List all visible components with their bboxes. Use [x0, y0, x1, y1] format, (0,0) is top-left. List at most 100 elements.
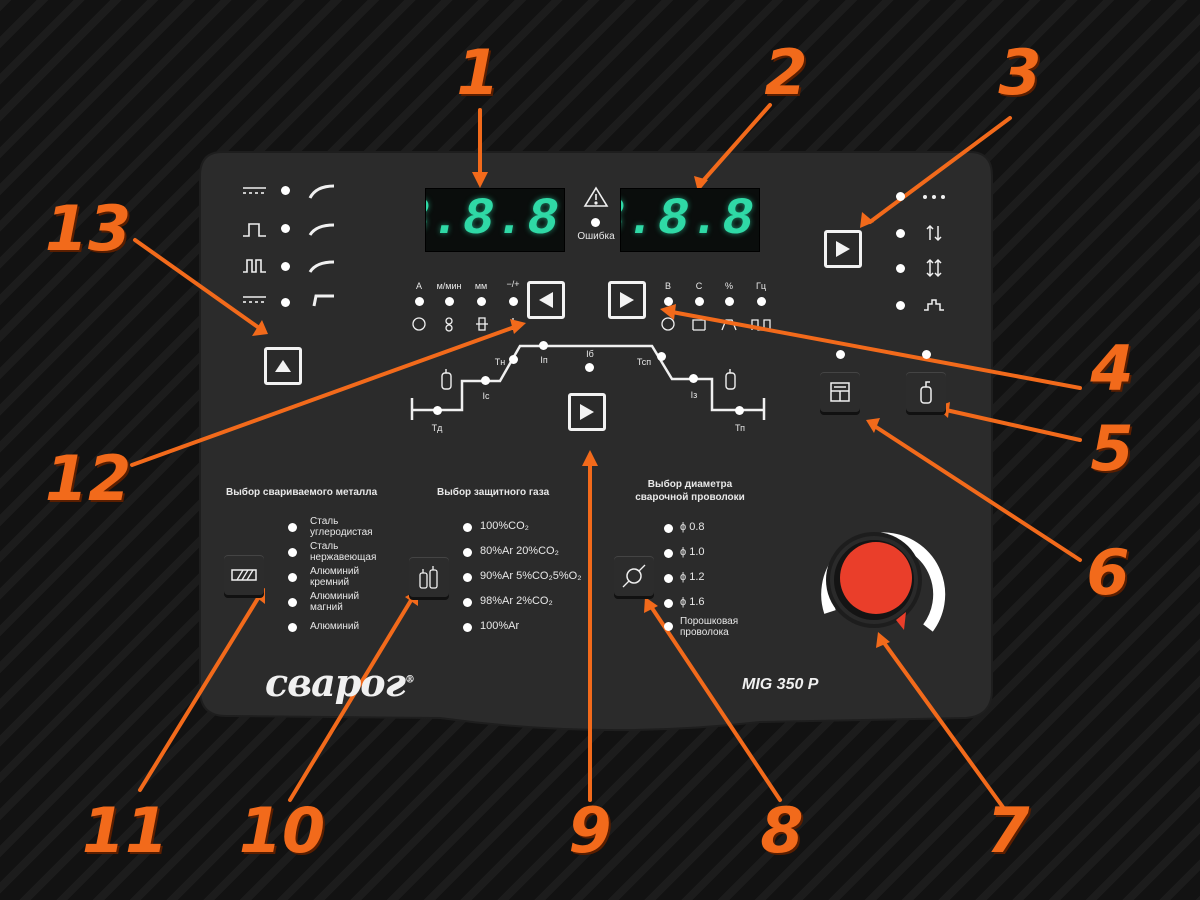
wire-diameter-icon [622, 564, 646, 588]
trigger-led [896, 229, 905, 238]
cycle-led-ic [481, 376, 490, 385]
knob-cap[interactable] [840, 542, 912, 614]
warning-icon [583, 186, 609, 207]
ammeter-icon [412, 317, 426, 331]
callout-8: 8 [760, 794, 804, 867]
model-name: MIG 350 P [742, 676, 819, 693]
unit-label-right: В [664, 281, 672, 291]
cycle-label: Тд [431, 423, 443, 433]
four-stroke-icon [926, 258, 942, 278]
unit-led [445, 297, 454, 306]
brand-logo: сварог® [265, 660, 415, 705]
callout-9: 9 [568, 794, 612, 867]
metal-heading: Выбор свариваемого металла [226, 487, 378, 498]
mode-select-button[interactable] [264, 347, 302, 385]
left-display: 8.8.8. [425, 188, 565, 252]
cycle-led-ib [585, 363, 594, 372]
error-label: Ошибка [577, 231, 615, 242]
unit-led [725, 297, 734, 306]
wire-option: Порошковая проволока [680, 616, 739, 638]
trigger-mode-button[interactable] [824, 230, 862, 268]
gas-option: 100%Ar [480, 620, 520, 632]
unit-led [477, 297, 486, 306]
gas-option: 90%Ar 5%CO₂5%O₂ [480, 570, 582, 582]
cycle-led-ip [539, 341, 548, 350]
trigger-led [896, 301, 905, 310]
wire-select-button[interactable] [614, 556, 654, 596]
metal-option: Алюминий магний [310, 591, 360, 613]
callout-6: 6 [1086, 536, 1130, 609]
gas-test-led [922, 350, 931, 359]
cycle-parameter-button[interactable] [568, 393, 606, 431]
cycle-led-iz [689, 374, 698, 383]
gas-led [463, 573, 472, 582]
gas-cylinder-icon [920, 381, 932, 404]
unit-led [757, 297, 766, 306]
callout-13: 13 [44, 192, 132, 265]
callout-1: 1 [456, 36, 500, 109]
triangle-right-icon [580, 404, 594, 420]
gas-led [463, 548, 472, 557]
unit-label-right: С [695, 281, 703, 291]
metal-option: Алюминий кремний [310, 566, 360, 588]
voltmeter-icon [661, 317, 675, 331]
gas-led [463, 598, 472, 607]
dc-mode-icon [243, 187, 266, 194]
wire-led [664, 622, 673, 631]
unit-led [695, 297, 704, 306]
unit-led [664, 297, 673, 306]
callout-11: 11 [81, 794, 169, 867]
unit-led [415, 297, 424, 306]
torch-icon [308, 184, 335, 199]
wire-heading: Выбор диаметра [647, 479, 733, 490]
callout-7: 7 [986, 794, 1030, 867]
wire-option: ϕ 0.8 [680, 521, 705, 533]
unit-label-right: Гц [755, 281, 767, 291]
metal-select-button[interactable] [224, 555, 264, 595]
wire-option: ϕ 1.0 [680, 546, 705, 558]
unit-label-right: % [724, 281, 734, 291]
gas-test-button[interactable] [906, 372, 946, 412]
cycle-led-tsp [657, 352, 666, 361]
right-display-select-button[interactable] [608, 281, 646, 319]
memory-icon [830, 382, 850, 402]
double-pulse-mode-icon [243, 259, 266, 273]
metal-option: Сталь нержавеющая [310, 541, 377, 563]
gas-cylinder-icons [441, 369, 736, 390]
torch-icon [308, 260, 335, 273]
unit-label-left: мм [474, 281, 488, 291]
electrode-holder-icon [312, 294, 334, 307]
mode-icons [243, 184, 335, 307]
gas-option: 100%CO₂ [480, 520, 529, 532]
wire-feed-icon [445, 317, 453, 325]
metal-led [288, 548, 297, 557]
left-display-value: 8.8.8. [426, 190, 564, 249]
metal-option: Алюминий [310, 621, 360, 632]
triangle-up-icon [275, 360, 291, 372]
cycle-label: Iп [540, 355, 548, 365]
memory-button[interactable] [820, 372, 860, 412]
unit-led [509, 297, 518, 306]
mode-led [281, 298, 290, 307]
callout-lines [130, 103, 1082, 812]
left-display-select-button[interactable] [527, 281, 565, 319]
brand-name: сварог [265, 660, 406, 705]
trigger-mode-icons [923, 195, 945, 311]
callout-5: 5 [1090, 412, 1134, 485]
unit-label-left: м/мин [436, 281, 462, 291]
torch-icon [308, 223, 335, 236]
cycle-label: Тсп [636, 357, 652, 367]
trigger-led [896, 264, 905, 273]
mode-led [281, 186, 290, 195]
mma-mode-icon [243, 296, 266, 303]
gas-select-button[interactable] [409, 557, 449, 597]
special-four-stroke-icon [924, 299, 944, 311]
time-icon [692, 319, 706, 331]
cycle-led-tp [735, 406, 744, 415]
two-stroke-icon [926, 224, 942, 242]
gas-option: 98%Ar 2%CO₂ [480, 595, 553, 607]
unit-label-left: А [415, 281, 423, 291]
mode-led [281, 262, 290, 271]
spot-mode-icon [923, 195, 945, 199]
